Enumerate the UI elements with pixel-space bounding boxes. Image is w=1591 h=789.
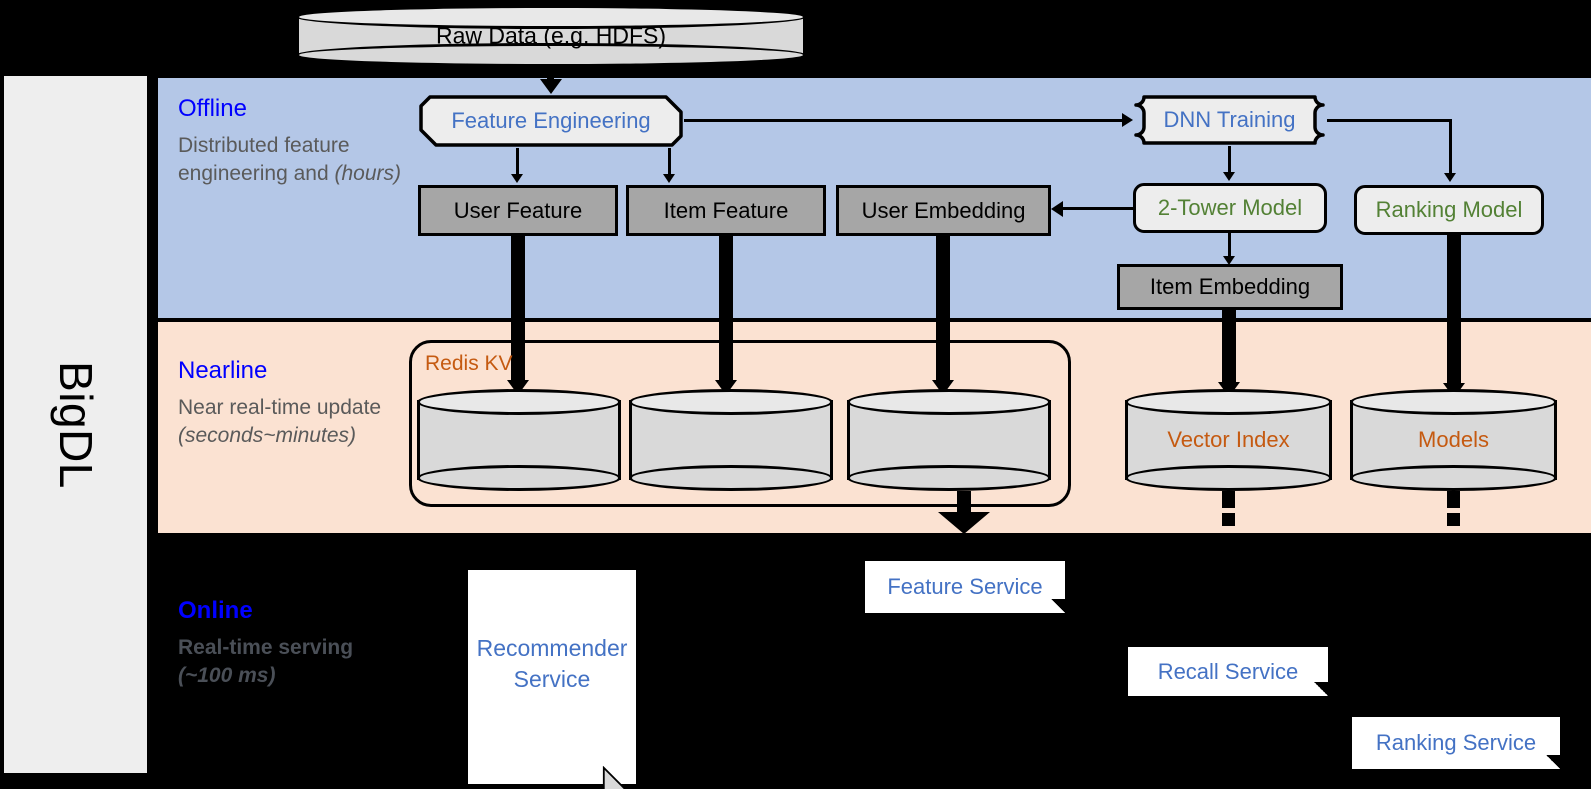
recall-service-fold-icon: [1314, 682, 1328, 696]
store-models-cylinder-icon[interactable]: Models: [1350, 389, 1557, 491]
node-item-feature[interactable]: Item Feature: [626, 185, 826, 236]
node-recommender-service-label: Recommender Service: [476, 635, 628, 693]
store-user-embedding-top: [847, 389, 1051, 415]
bigdl-label: BigDL: [49, 360, 102, 489]
edge-twotower-userembedding-line: [1063, 207, 1133, 210]
band-desc-offline: Distributed feature engineering and (hou…: [178, 132, 403, 187]
pipe-models-ranking-2: [1447, 513, 1460, 526]
edge-dnn-twotower-line: [1228, 146, 1231, 174]
store-vector-index-label: Vector Index: [1167, 427, 1290, 452]
node-feature-engineering-label: Feature Engineering: [451, 108, 651, 134]
pipe-userembedding-store: [936, 236, 950, 384]
node-recall-service[interactable]: Recall Service: [1128, 647, 1328, 696]
pipe-itemembedding-vectorindex: [1222, 310, 1236, 386]
store-models-label: Models: [1418, 427, 1489, 452]
feature-engineering-shape: [419, 95, 683, 147]
edge-dnn-ranking-h: [1327, 119, 1452, 122]
node-user-embedding-label: User Embedding: [861, 197, 1026, 223]
band-desc-nearline-text: Near real-time update: [178, 396, 382, 420]
store-user-feature-cylinder-icon[interactable]: [417, 389, 621, 491]
ranking-service-fold-icon: [1546, 755, 1560, 769]
store-user-feature-bottom: [417, 465, 621, 491]
band-desc-nearline-italic: (seconds~minutes): [178, 424, 356, 448]
node-feature-service[interactable]: Feature Service: [865, 561, 1065, 613]
band-desc-online: Real-time serving (~100 ms): [178, 634, 403, 689]
band-desc-online-text: Real-time serving: [178, 636, 354, 660]
store-vector-index-cylinder-icon[interactable]: Vector Index: [1125, 389, 1332, 491]
edge-fe-itemfeature-arrow: [663, 174, 675, 183]
raw-data-cylinder-icon: Raw Data (e.g. HDFS): [296, 5, 806, 67]
edge-fe-userfeature-arrow: [511, 174, 523, 183]
store-models-top: [1350, 389, 1557, 415]
store-item-feature-bottom: [629, 465, 833, 491]
edge-fe-itemfeature-line: [668, 148, 671, 177]
raw-data-top: [296, 5, 806, 29]
pipe-rankingmodel-models: [1447, 235, 1461, 387]
node-user-embedding[interactable]: User Embedding: [836, 185, 1051, 236]
store-item-feature-top: [629, 389, 833, 415]
edge-dnn-twotower-arrow: [1223, 172, 1235, 181]
node-feature-service-label: Feature Service: [887, 574, 1043, 600]
group-redis-kv: [409, 340, 1071, 507]
node-ranking-service-label: Ranking Service: [1375, 730, 1537, 756]
pipe-vectorindex-recall-1: [1222, 491, 1235, 508]
node-dnn-training[interactable]: DNN Training: [1132, 94, 1327, 146]
store-user-feature-top: [417, 389, 621, 415]
feature-service-fold-icon: [1051, 599, 1065, 613]
node-item-embedding[interactable]: Item Embedding: [1117, 264, 1343, 310]
node-2tower-model-label: 2-Tower Model: [1157, 195, 1303, 221]
store-item-feature-cylinder-icon[interactable]: [629, 389, 833, 491]
node-recall-service-label: Recall Service: [1157, 658, 1299, 684]
node-user-feature[interactable]: User Feature: [418, 185, 618, 236]
edge-fe-dnn-line: [684, 119, 1124, 122]
band-title-nearline: Nearline: [178, 357, 268, 384]
band-title-offline: Offline: [178, 95, 247, 122]
node-user-feature-label: User Feature: [453, 197, 583, 223]
band-desc-online-italic: (~100 ms): [178, 664, 276, 688]
edge-dnn-ranking-v: [1449, 119, 1452, 175]
band-desc-offline-text: Distributed feature engineering and: [178, 134, 350, 186]
node-recommender-service[interactable]: Recommender Service: [468, 570, 636, 789]
node-ranking-model-label: Ranking Model: [1375, 197, 1523, 223]
band-title-online: Online: [178, 597, 253, 624]
edge-fe-userfeature-line: [516, 148, 519, 177]
band-desc-offline-italic: (hours): [334, 162, 401, 186]
recommender-service-fold-icon: [602, 766, 627, 789]
edge-rawdata-fe-arrow: [540, 79, 562, 94]
pipe-redis-featureservice-arrow: [938, 512, 990, 534]
bigdl-rail: BigDL: [4, 76, 147, 773]
store-vector-index-bottom: [1125, 465, 1332, 491]
node-dnn-training-label: DNN Training: [1163, 107, 1296, 133]
dnn-training-shape: [1134, 95, 1325, 145]
pipe-itemfeature-store: [719, 236, 733, 384]
store-models-bottom: [1350, 465, 1557, 491]
edge-twotower-itemembedding-arrow: [1223, 256, 1235, 265]
node-ranking-model[interactable]: Ranking Model: [1354, 185, 1544, 235]
node-item-feature-label: Item Feature: [663, 197, 789, 223]
band-label-nearline: Nearline Near real-time update (seconds~…: [178, 357, 403, 450]
band-label-offline: Offline Distributed feature engineering …: [178, 95, 403, 188]
node-feature-engineering[interactable]: Feature Engineering: [418, 94, 684, 148]
node-ranking-service[interactable]: Ranking Service: [1352, 717, 1560, 769]
pipe-redis-featureservice: [957, 491, 971, 513]
store-vector-index-top: [1125, 389, 1332, 415]
edge-fe-dnn-arrow: [1122, 113, 1133, 127]
store-user-embedding-bottom: [847, 465, 1051, 491]
pipe-models-ranking-1: [1447, 491, 1460, 508]
edge-rawdata-fe-line: [547, 66, 554, 84]
edge-twotower-userembedding-arrow: [1051, 201, 1063, 217]
pipe-vectorindex-recall-2: [1222, 513, 1235, 526]
node-item-embedding-label: Item Embedding: [1149, 274, 1311, 300]
pipe-userfeature-store: [511, 236, 525, 384]
raw-data-bottom: [296, 43, 806, 67]
group-redis-kv-label: Redis KV: [425, 352, 513, 375]
band-desc-nearline: Near real-time update (seconds~minutes): [178, 394, 403, 449]
edge-twotower-itemembedding-line: [1228, 233, 1231, 259]
edge-dnn-ranking-arrow: [1444, 173, 1456, 182]
band-label-online: Online Real-time serving (~100 ms): [178, 597, 403, 690]
store-user-embedding-cylinder-icon[interactable]: [847, 389, 1051, 491]
node-2tower-model[interactable]: 2-Tower Model: [1133, 183, 1327, 233]
raw-data-label: Raw Data (e.g. HDFS): [435, 22, 667, 49]
